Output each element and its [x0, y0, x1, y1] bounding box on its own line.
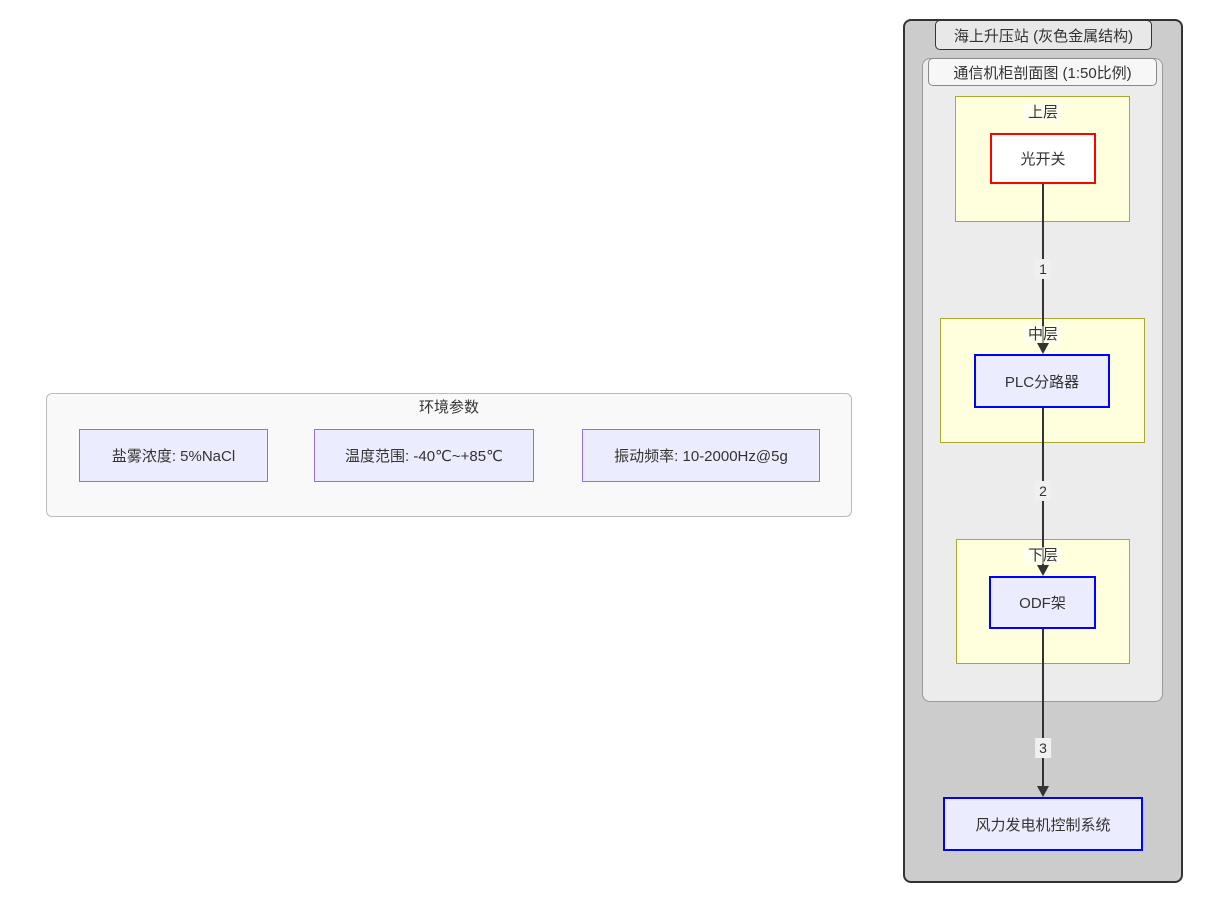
node-turbine-control-system: 风力发电机控制系统 — [943, 797, 1143, 851]
station-cluster-title: 海上升压站 (灰色金属结构) — [935, 20, 1152, 50]
edge-1-arrowhead-icon — [1037, 343, 1049, 354]
node-temperature-range-label: 温度范围: -40℃~+85℃ — [345, 448, 503, 465]
node-vibration-frequency-label: 振动频率: 10-2000Hz@5g — [614, 448, 788, 465]
cabinet-cluster-title: 通信机柜剖面图 (1:50比例) — [928, 58, 1157, 86]
edge-3-arrowhead-icon — [1037, 786, 1049, 797]
edge-3-label: 3 — [1035, 738, 1051, 758]
node-turbine-control-system-label: 风力发电机控制系统 — [975, 816, 1111, 834]
node-salt-spray-label: 盐雾浓度: 5%NaCl — [111, 448, 236, 465]
edge-2-arrowhead-icon — [1037, 565, 1049, 576]
node-optical-switch: 光开关 — [990, 133, 1096, 184]
edge-3-line — [1042, 629, 1044, 791]
node-odf-rack: ODF架 — [989, 576, 1096, 629]
node-plc-splitter: PLC分路器 — [974, 354, 1110, 408]
edge-2-label: 2 — [1035, 481, 1051, 501]
node-salt-spray: 盐雾浓度: 5%NaCl — [79, 429, 268, 482]
node-vibration-frequency: 振动频率: 10-2000Hz@5g — [582, 429, 820, 482]
node-optical-switch-label: 光开关 — [1020, 151, 1066, 168]
layer-upper-title: 上层 — [1023, 101, 1063, 122]
layer-lower-title: 下层 — [1023, 544, 1063, 565]
node-temperature-range: 温度范围: -40℃~+85℃ — [314, 429, 534, 482]
node-odf-rack-label: ODF架 — [1019, 595, 1066, 612]
environment-cluster-title: 环境参数 — [418, 399, 479, 416]
edge-1-label: 1 — [1035, 259, 1051, 279]
node-plc-splitter-label: PLC分路器 — [1004, 373, 1080, 391]
layer-middle-title: 中层 — [1023, 323, 1063, 344]
